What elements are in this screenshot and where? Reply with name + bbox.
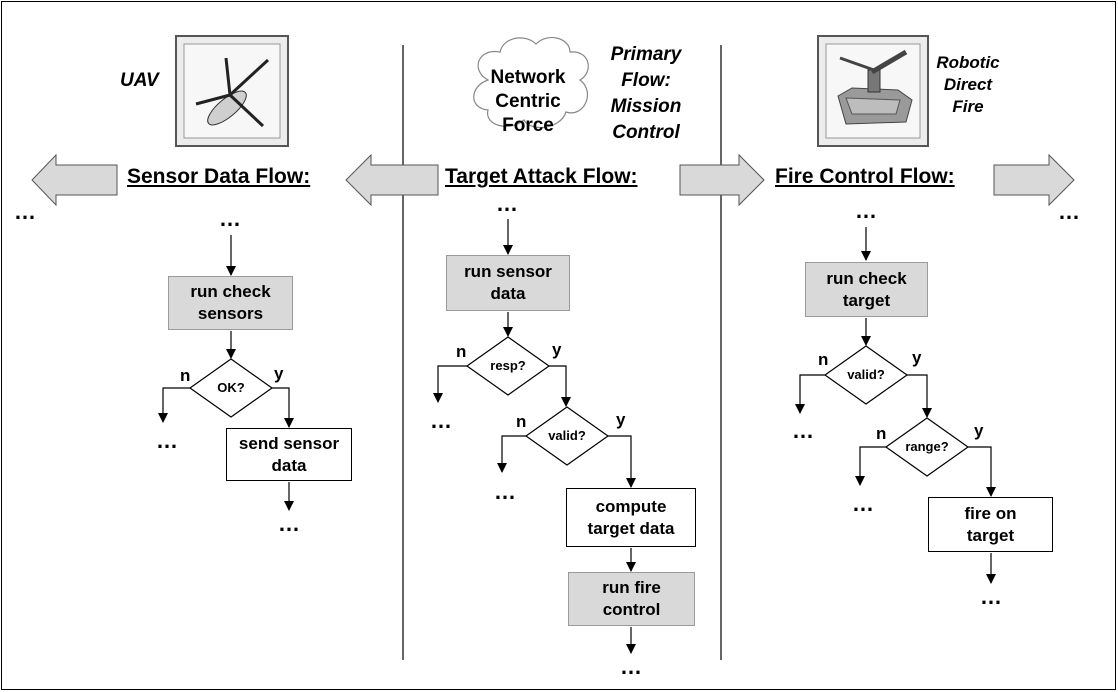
actor-line: Direct xyxy=(943,75,993,94)
box-line: data xyxy=(490,284,526,303)
run-fire-control-box: run fire control xyxy=(568,572,695,626)
sensor-ellipsis-top: … xyxy=(219,206,241,231)
target-ellipsis-end: … xyxy=(620,654,642,679)
cloud-line: Centric xyxy=(495,91,561,112)
fire-yes2-label: y xyxy=(974,421,984,440)
box-line: run check xyxy=(826,268,907,288)
target-yes2-label: y xyxy=(616,410,626,429)
target-no1-label: n xyxy=(456,342,467,361)
t-arrow-yes1 xyxy=(549,365,571,407)
fire-no1-label: n xyxy=(818,350,829,369)
cloud-line: Network xyxy=(490,67,566,88)
box-line: compute xyxy=(595,496,667,516)
box-line: run sensor xyxy=(464,262,552,281)
f-arrow-yes2 xyxy=(968,446,996,497)
t-arrow-no2 xyxy=(497,435,526,473)
robot-picture xyxy=(817,35,929,147)
primary-flow-line: Mission xyxy=(610,96,682,117)
target-attack-flow-title: Target Attack Flow: xyxy=(445,165,638,188)
fire-yes1-label: y xyxy=(912,348,922,367)
arrow-right-inner xyxy=(679,153,765,207)
t-arrow-no1 xyxy=(433,365,467,403)
edge-ellipsis-left: … xyxy=(14,199,36,224)
sensor-no-label: n xyxy=(180,366,191,385)
robotic-direct-fire-label: Robotic Direct Fire xyxy=(928,52,1008,118)
run-sensor-data-box: run sensor data xyxy=(446,255,570,311)
sensor-flow-title: Sensor Data Flow: xyxy=(127,165,311,188)
f-decision1-shape xyxy=(823,345,909,405)
s-decision-shape xyxy=(188,358,274,418)
fire-ellipsis-top: … xyxy=(855,198,877,223)
run-check-sensors-box: run check sensors xyxy=(168,276,293,330)
network-cloud xyxy=(473,36,589,129)
fire-control-flow-title: Fire Control Flow: xyxy=(775,165,955,188)
edge-ellipsis-right: … xyxy=(1058,199,1080,224)
box-line: data xyxy=(271,455,307,475)
fire-ellipsis-end: … xyxy=(980,584,1002,609)
arrow-left-outer xyxy=(31,153,118,207)
t-arrow-yes2 xyxy=(608,435,636,488)
s-arrow-no xyxy=(158,387,190,423)
box-line: fire on xyxy=(964,503,1017,523)
box-line: sensors xyxy=(197,304,264,323)
s-arrow-yes xyxy=(272,387,294,428)
primary-flow-line: Primary xyxy=(610,44,682,65)
fire-ellipsis-no1: … xyxy=(792,418,814,443)
t-decision2-shape xyxy=(524,406,610,466)
fire-no2-label: n xyxy=(876,424,887,443)
box-line: run check xyxy=(190,282,271,301)
sensor-ellipsis-end: … xyxy=(278,511,300,536)
f-arrow-no1 xyxy=(795,374,825,414)
uav-label: UAV xyxy=(120,70,159,91)
primary-flow-line: Flow: xyxy=(621,70,671,91)
f-arrow-no2 xyxy=(855,446,886,486)
box-line: target xyxy=(966,525,1015,545)
sensor-yes-label: y xyxy=(274,364,284,383)
target-ellipsis-top: … xyxy=(496,191,518,216)
target-ellipsis-no2: … xyxy=(494,479,516,504)
fire-ellipsis-no2: … xyxy=(852,491,874,516)
f-arrow-yes1 xyxy=(907,374,932,418)
actor-line: Fire xyxy=(952,97,984,116)
range-decision: range? xyxy=(905,439,949,454)
uav-picture xyxy=(175,35,289,147)
box-line: control xyxy=(602,600,661,619)
box-line: send sensor xyxy=(238,433,340,453)
network-centric-force-label: Network Centric Force xyxy=(478,66,578,138)
ok-decision: OK? xyxy=(217,380,245,395)
box-line: run fire xyxy=(602,578,661,597)
primary-flow-line: Control xyxy=(612,122,680,143)
target-no2-label: n xyxy=(516,412,527,431)
valid-decision-fire: valid? xyxy=(847,367,885,382)
actor-line: Robotic xyxy=(936,53,1000,72)
target-yes1-label: y xyxy=(552,340,562,359)
target-ellipsis-no1: … xyxy=(430,408,452,433)
t-decision1-shape xyxy=(465,336,551,396)
arrow-left-inner xyxy=(345,153,439,207)
arrow-right-outer xyxy=(993,153,1075,207)
resp-decision: resp? xyxy=(490,358,526,373)
cloud-line: Force xyxy=(502,115,554,136)
primary-flow-label: Primary Flow: Mission Control xyxy=(606,42,686,146)
box-line: target data xyxy=(587,518,675,538)
box-line: target xyxy=(842,290,891,310)
sensor-ellipsis-no: … xyxy=(156,428,178,453)
f-decision2-shape xyxy=(884,417,970,477)
valid-decision: valid? xyxy=(548,428,586,443)
